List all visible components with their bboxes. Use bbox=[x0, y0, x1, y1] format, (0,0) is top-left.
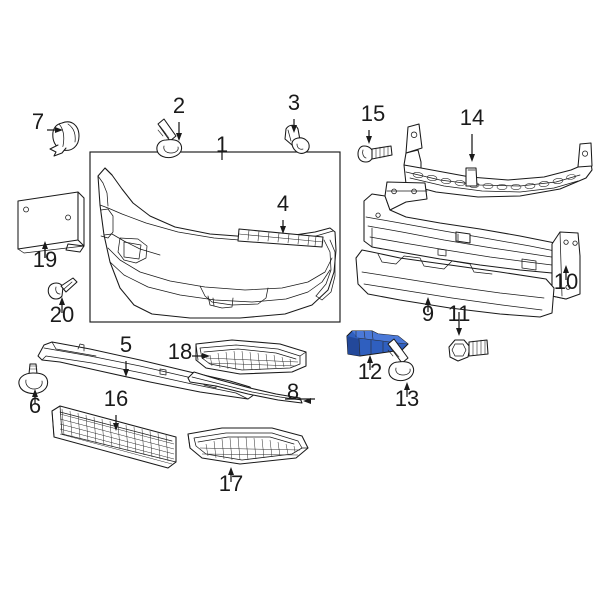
part-retainer-bracket-screw bbox=[387, 338, 415, 382]
callout-number-3[interactable]: 3 bbox=[288, 90, 300, 115]
part-lower-side-grille-left bbox=[195, 339, 307, 375]
callout-number-15[interactable]: 15 bbox=[361, 101, 385, 126]
part-lower-center-grille bbox=[51, 405, 177, 469]
callout-leaders bbox=[32, 119, 569, 482]
part-upper-impact-bar-absorber bbox=[403, 123, 593, 198]
part-bumper-cover-bracket-strip bbox=[237, 228, 324, 248]
part-push-pin-fastener bbox=[18, 363, 49, 394]
part-bumper-energy-absorber bbox=[355, 249, 555, 318]
callout-number-1[interactable]: 1 bbox=[216, 132, 228, 157]
part-tow-hook-cover-cap bbox=[49, 121, 80, 157]
callout-number-12[interactable]: 12 bbox=[358, 359, 382, 384]
part-license-bracket-clip bbox=[47, 277, 78, 300]
callout-number-4[interactable]: 4 bbox=[277, 191, 289, 216]
part-hex-flange-bolt bbox=[448, 339, 489, 362]
callout-number-5[interactable]: 5 bbox=[120, 332, 132, 357]
part-license-plate-bracket bbox=[17, 191, 85, 254]
part-bumper-cover-screw bbox=[156, 118, 183, 159]
part-lower-grille-trim-molding bbox=[187, 371, 303, 404]
callout-number-16[interactable]: 16 bbox=[104, 386, 128, 411]
part-lower-side-grille-right bbox=[187, 427, 309, 465]
callout-number-9[interactable]: 9 bbox=[422, 301, 434, 326]
callout-number-8[interactable]: 8 bbox=[287, 379, 299, 404]
callout-number-20[interactable]: 20 bbox=[50, 302, 74, 327]
callout-number-10[interactable]: 10 bbox=[554, 269, 578, 294]
callout-number-13[interactable]: 13 bbox=[395, 386, 419, 411]
part-retainer-clip bbox=[284, 124, 310, 154]
part-upper-absorber-bolt bbox=[357, 145, 393, 163]
callout-number-18[interactable]: 18 bbox=[168, 339, 192, 364]
callout-number-6[interactable]: 6 bbox=[29, 393, 41, 418]
callout-number-19[interactable]: 19 bbox=[33, 247, 57, 272]
callout-number-17[interactable]: 17 bbox=[219, 471, 243, 496]
callout-number-7[interactable]: 7 bbox=[32, 109, 44, 134]
callout-number-2[interactable]: 2 bbox=[173, 93, 185, 118]
callout-number-11[interactable]: 11 bbox=[448, 301, 471, 326]
callout-number-14[interactable]: 14 bbox=[460, 105, 484, 130]
part-bumper-reinforcement-beam bbox=[363, 181, 581, 300]
